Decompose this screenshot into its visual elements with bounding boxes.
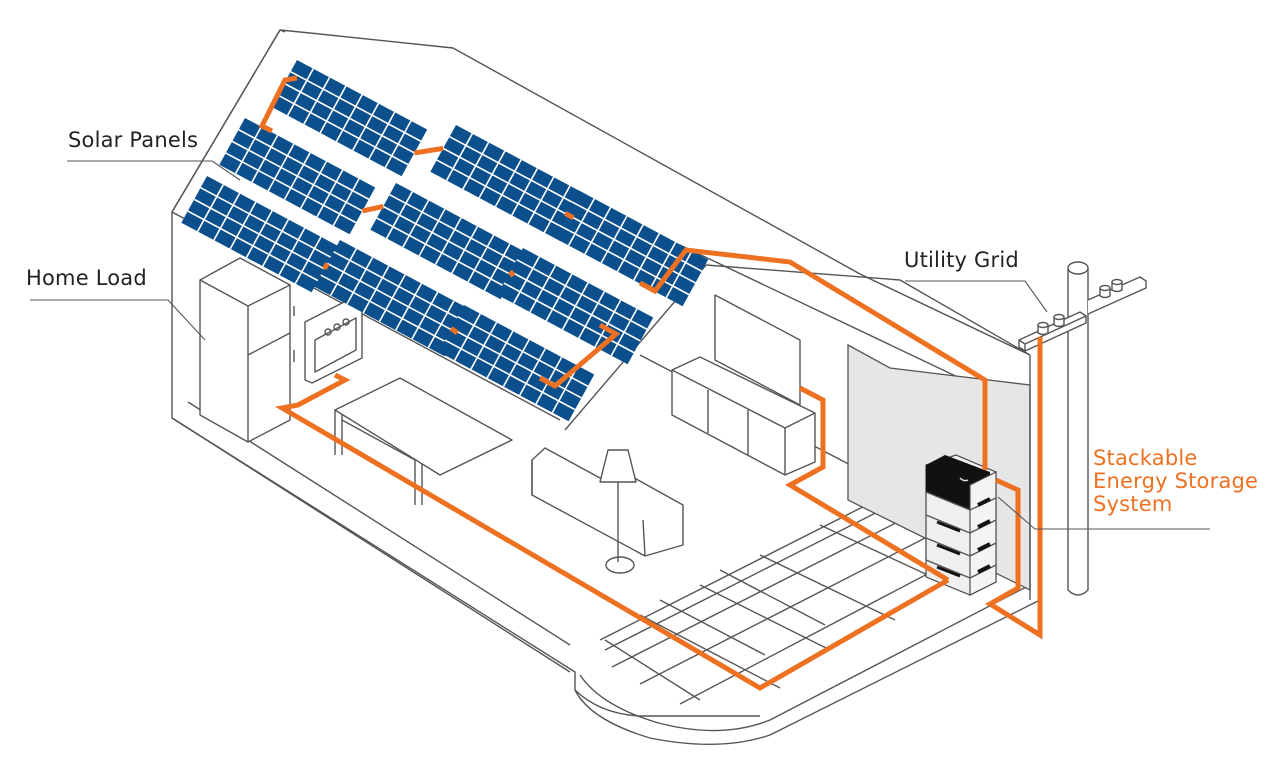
wire-panel-string-bottom (538, 322, 621, 390)
panel-jumper-wire (449, 326, 459, 335)
leader-utility-grid (905, 280, 1048, 313)
solar-panel-cell-grid (558, 198, 703, 298)
wire-kitchen (274, 372, 950, 691)
solar-panel-array (181, 60, 709, 422)
home-load-label: Home Load (26, 266, 147, 290)
stackable-energy-storage-unit (925, 454, 997, 596)
solar-panel-cell-grid (376, 191, 521, 291)
panel-jumper-wire (508, 269, 516, 278)
storage-label-line-2: Energy Storage (1093, 469, 1259, 493)
leader-home-load (30, 299, 206, 341)
wire-grid (985, 337, 1043, 640)
utility-grid-label: Utility Grid (904, 248, 1019, 272)
solar-panel-cell-grid (436, 133, 581, 233)
leader-solar-panels (67, 160, 241, 181)
solar-panel-cell-grid (320, 248, 465, 348)
living-room (531, 294, 816, 574)
storage-label-line-1: Stackable (1093, 446, 1198, 470)
panel-jumper-wire (322, 262, 330, 271)
wire-panel-string-right (638, 247, 988, 470)
leader-lines (30, 160, 1210, 530)
panel-jumper-wire (361, 203, 384, 214)
leader-storage (997, 496, 1210, 530)
wire-panel-string-left (258, 75, 298, 134)
solar-panel-cell-grid (225, 126, 370, 226)
utility-pole (1018, 261, 1147, 596)
solar-panel-cell-grid (277, 68, 422, 168)
dining-table (334, 377, 513, 505)
panel-jumper-wire (414, 145, 444, 156)
wire-tv (784, 385, 950, 583)
panel-jumper-wire (563, 211, 575, 221)
power-wiring (258, 75, 1043, 691)
solar-panel-cell-grid (503, 256, 648, 356)
floor-slab (171, 395, 1041, 745)
storage-label-line-3: System (1093, 492, 1173, 516)
solar-panels-label: Solar Panels (68, 128, 199, 152)
solar-panel-cell-grid (187, 184, 332, 284)
storage-label: Stackable Energy Storage System (1093, 447, 1258, 516)
